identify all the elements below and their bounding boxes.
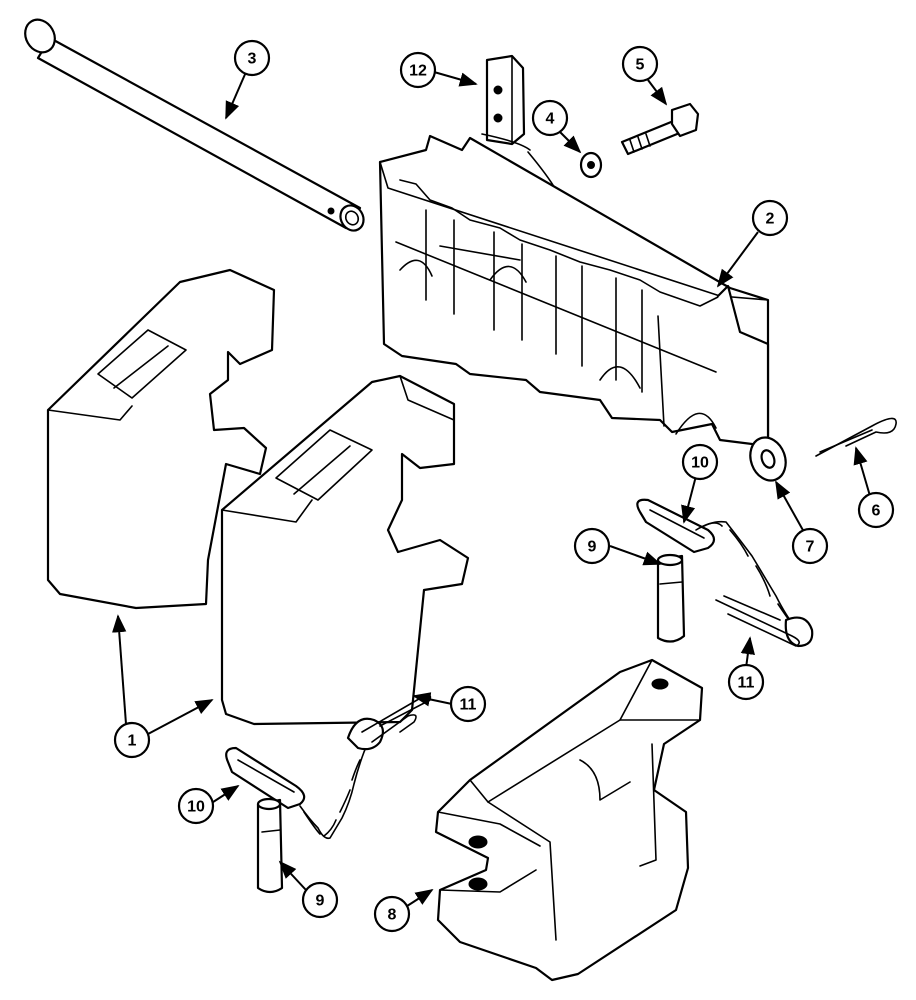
callout-5-label: 5 — [636, 57, 645, 74]
callout-11-right-label: 11 — [738, 675, 755, 692]
lock-pin-assembly-right — [636, 498, 814, 648]
callout-4: 4 — [531, 99, 569, 137]
callout-10-right-label: 10 — [691, 455, 709, 472]
callout-6-label: 6 — [872, 503, 881, 520]
lock-pin-assembly-left — [225, 693, 432, 894]
callout-7: 7 — [791, 527, 829, 565]
callout-8: 8 — [373, 895, 411, 933]
callout-11-left-label: 11 — [460, 697, 477, 714]
leader-lines — [112, 71, 871, 909]
callout-10-right: 10 — [681, 443, 719, 481]
callout-10-left-label: 10 — [187, 799, 205, 816]
callout-6: 6 — [857, 491, 895, 529]
callout-9-right: 9 — [573, 527, 611, 565]
callout-1-label: 1 — [128, 733, 137, 750]
callout-8-label: 8 — [388, 907, 397, 924]
suitcase-weight-back — [46, 268, 276, 610]
washer-part — [579, 151, 603, 179]
callout-5: 5 — [621, 45, 659, 83]
callout-7-label: 7 — [806, 539, 815, 556]
spacer-block-part — [481, 54, 557, 191]
hair-pin-part — [815, 417, 897, 457]
callout-9-left: 9 — [301, 881, 339, 919]
callout-1: 1 — [113, 721, 151, 759]
support-rod-part — [24, 18, 365, 232]
callout-2: 2 — [751, 199, 789, 237]
callout-3: 3 — [233, 39, 271, 77]
callout-12: 12 — [399, 51, 437, 89]
callout-9-right-label: 9 — [588, 539, 597, 556]
callout-9-left-label: 9 — [316, 893, 325, 910]
callout-12-label: 12 — [409, 63, 427, 80]
hitch-bracket-part — [434, 658, 704, 982]
callout-11-right: 11 — [727, 663, 765, 701]
callout-10-left: 10 — [177, 787, 215, 825]
weight-carrier-part — [378, 134, 770, 448]
callout-2-label: 2 — [766, 211, 775, 228]
large-washer-part — [749, 436, 787, 482]
callout-4-label: 4 — [546, 111, 555, 128]
callout-11-left: 11 — [449, 685, 487, 723]
callout-3-label: 3 — [248, 51, 257, 68]
bolt-part — [620, 102, 700, 156]
suitcase-weight-front — [220, 374, 470, 726]
